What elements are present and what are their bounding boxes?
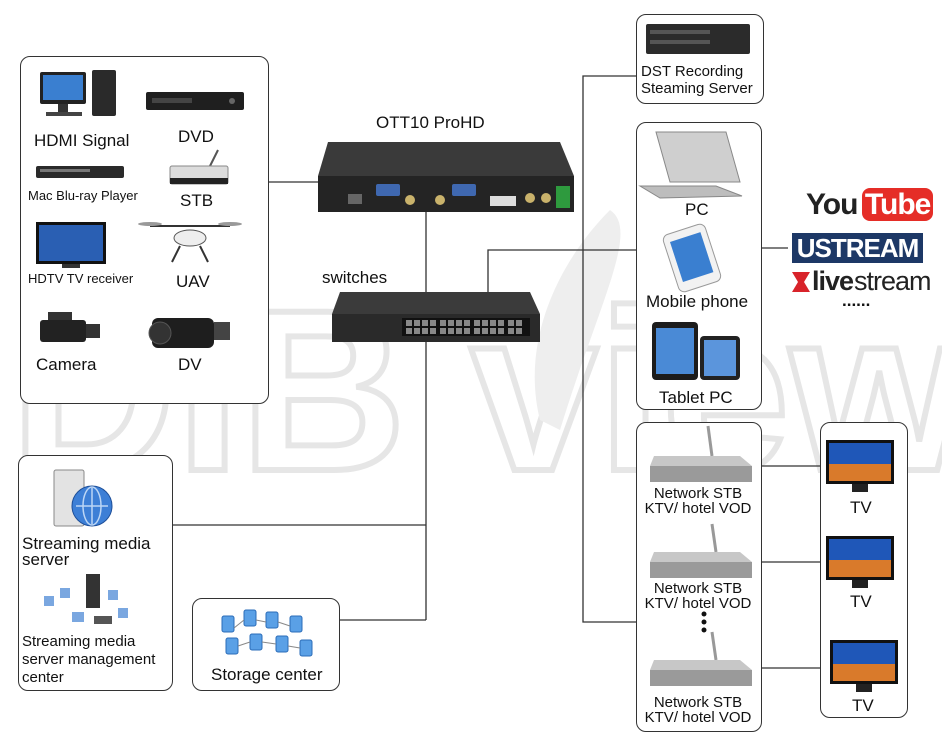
uav-drone-icon — [138, 222, 242, 263]
tablet-pc-label: Tablet PC — [659, 388, 733, 407]
stb3-line1: Network STB — [653, 694, 743, 711]
tv1-label: TV — [850, 498, 872, 517]
switch-top — [332, 292, 540, 314]
network-stb-icon-1 — [650, 425, 752, 482]
mobile-phone-icon — [662, 223, 722, 293]
laptop-icon — [638, 131, 743, 199]
hdmi-computer-icon — [40, 70, 116, 116]
video-camera-icon — [40, 312, 100, 342]
more-platforms: ...... — [842, 291, 871, 310]
dv-label: DV — [178, 355, 202, 374]
stb-label: STB — [180, 191, 214, 210]
line-to-stb-group — [582, 212, 636, 623]
stb-icon — [169, 149, 229, 185]
stb1-line2: KTV/ hotel VOD — [644, 500, 752, 517]
recording-server-line2: Steaming Server — [641, 80, 753, 97]
ott10-title: OTT10 ProHD — [376, 113, 485, 132]
tv2-label: TV — [850, 592, 872, 611]
recording-server-line1: DST Recording — [641, 63, 744, 80]
stb1-line1: Network STB — [653, 485, 743, 502]
streaming-server-globe-icon — [53, 469, 113, 527]
livestream-stream: stream — [854, 266, 932, 296]
streaming-server-line2: server — [22, 550, 70, 569]
tv-icon-2 — [826, 536, 894, 588]
ott10-terminal-block — [556, 186, 570, 208]
pc-label: PC — [685, 200, 709, 219]
server-management-icon — [44, 574, 128, 624]
dvd-label: DVD — [178, 127, 214, 146]
mgmt-line1: Streaming media — [22, 633, 136, 650]
camera-label: Camera — [36, 355, 97, 374]
streaming-server-line1: Streaming media — [22, 534, 151, 553]
line-to-recording — [582, 75, 636, 212]
youtube-you: You — [806, 188, 858, 221]
youtube-tube: Tube — [861, 188, 934, 221]
uav-label: UAV — [176, 272, 210, 291]
tv3-label: TV — [852, 696, 874, 715]
mobile-phone-label: Mobile phone — [646, 292, 749, 311]
dv-camcorder-icon — [148, 318, 230, 348]
dvd-player-icon — [146, 92, 244, 110]
mgmt-line2: server management — [22, 651, 156, 668]
mgmt-line3: center — [22, 669, 64, 686]
network-stb-icon-2 — [650, 523, 752, 578]
line-switch-to-clients — [487, 249, 636, 292]
bluray-player-icon — [36, 166, 124, 178]
stb2-line2: KTV/ hotel VOD — [644, 595, 752, 612]
ott10-top-panel — [318, 142, 574, 176]
watermark-leaf — [534, 210, 621, 430]
youtube-logo: You Tube — [806, 188, 934, 224]
hdtv-label: HDTV TV receiver — [28, 271, 134, 286]
stb2-line1: Network STB — [653, 580, 743, 597]
tv-icon-1 — [826, 440, 894, 492]
bluray-label: Mac Blu-ray Player — [28, 188, 138, 203]
stb3-line2: KTV/ hotel VOD — [644, 709, 752, 726]
livestream-mark-icon — [792, 272, 810, 292]
switches-label: switches — [322, 268, 388, 287]
storage-center-label: Storage center — [211, 665, 323, 684]
network-stb-icon-3 — [650, 631, 752, 686]
tv-icon-3 — [830, 640, 898, 692]
ustream-logo: USTREAM — [792, 233, 923, 263]
stb-ellipsis-dots — [701, 611, 707, 633]
tablet-icon — [652, 322, 740, 380]
hdtv-receiver-icon — [36, 222, 106, 268]
livestream-live: live — [812, 266, 854, 296]
hdmi-signal-label: HDMI Signal — [34, 131, 130, 150]
